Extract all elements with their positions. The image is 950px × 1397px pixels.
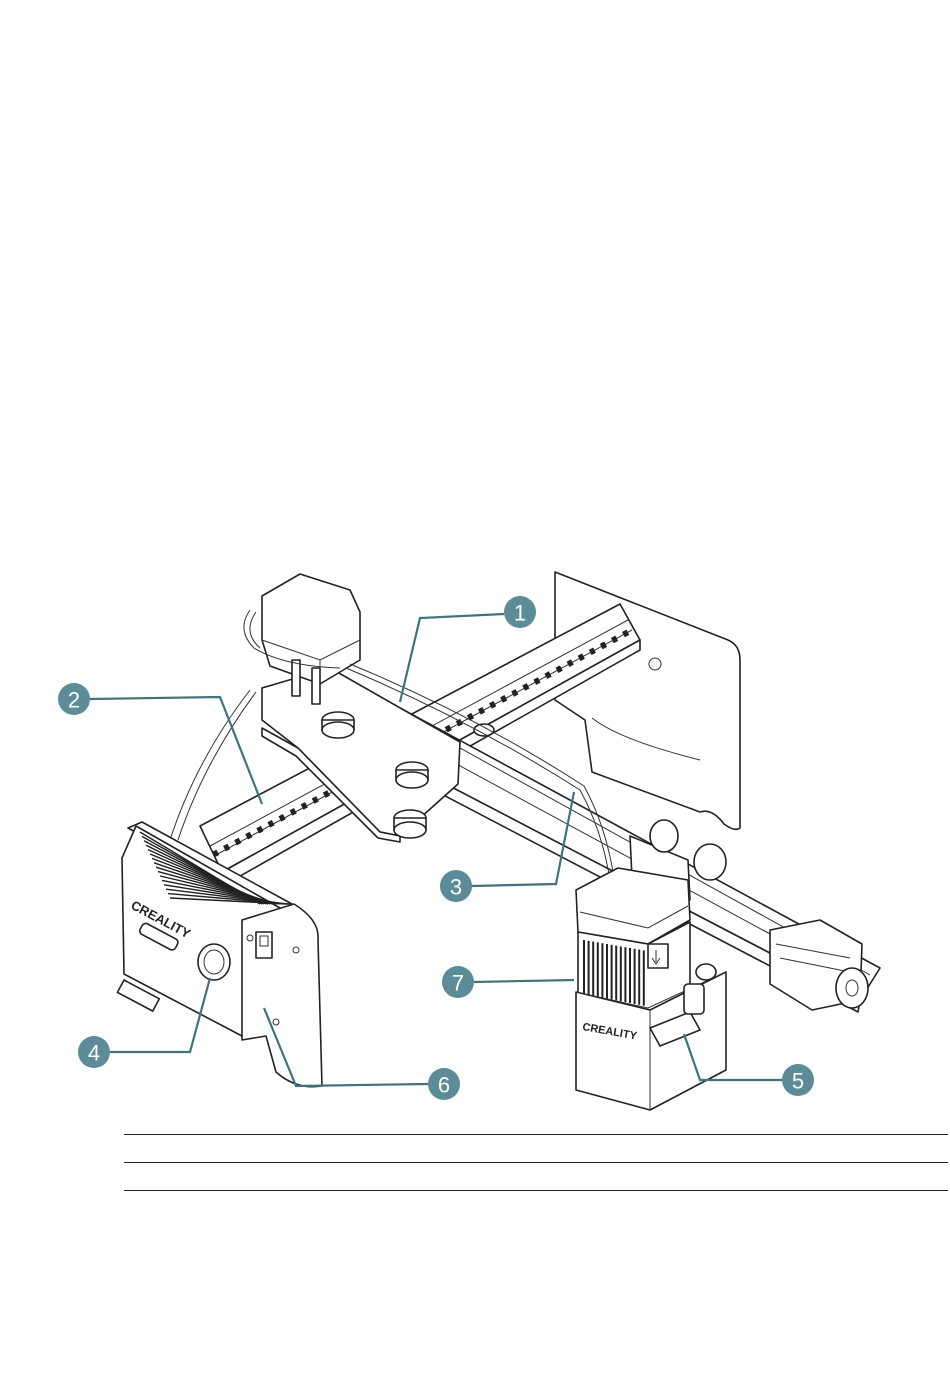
svg-text:1: 1 <box>514 601 526 626</box>
svg-text:2: 2 <box>68 688 80 713</box>
callout-5: 5 <box>782 1064 814 1096</box>
svg-text:4: 4 <box>88 1041 100 1066</box>
control-button[interactable] <box>198 944 230 980</box>
table-rule-top <box>124 1134 948 1135</box>
table-rule-middle <box>124 1162 948 1163</box>
callout-7: 7 <box>442 966 474 998</box>
callout-1: 1 <box>504 596 536 628</box>
table-rule-bottom <box>124 1190 948 1191</box>
right-side-plate <box>555 572 740 829</box>
callout-6: 6 <box>428 1068 460 1100</box>
svg-text:6: 6 <box>438 1073 450 1098</box>
svg-text:5: 5 <box>792 1069 804 1094</box>
callout-2: 2 <box>58 683 90 715</box>
svg-text:7: 7 <box>452 971 464 996</box>
belt-tensioner <box>770 920 868 1010</box>
callout-3: 3 <box>440 870 472 902</box>
callout-4: 4 <box>78 1036 110 1068</box>
focus-knob[interactable] <box>696 964 716 980</box>
svg-text:3: 3 <box>450 875 462 900</box>
